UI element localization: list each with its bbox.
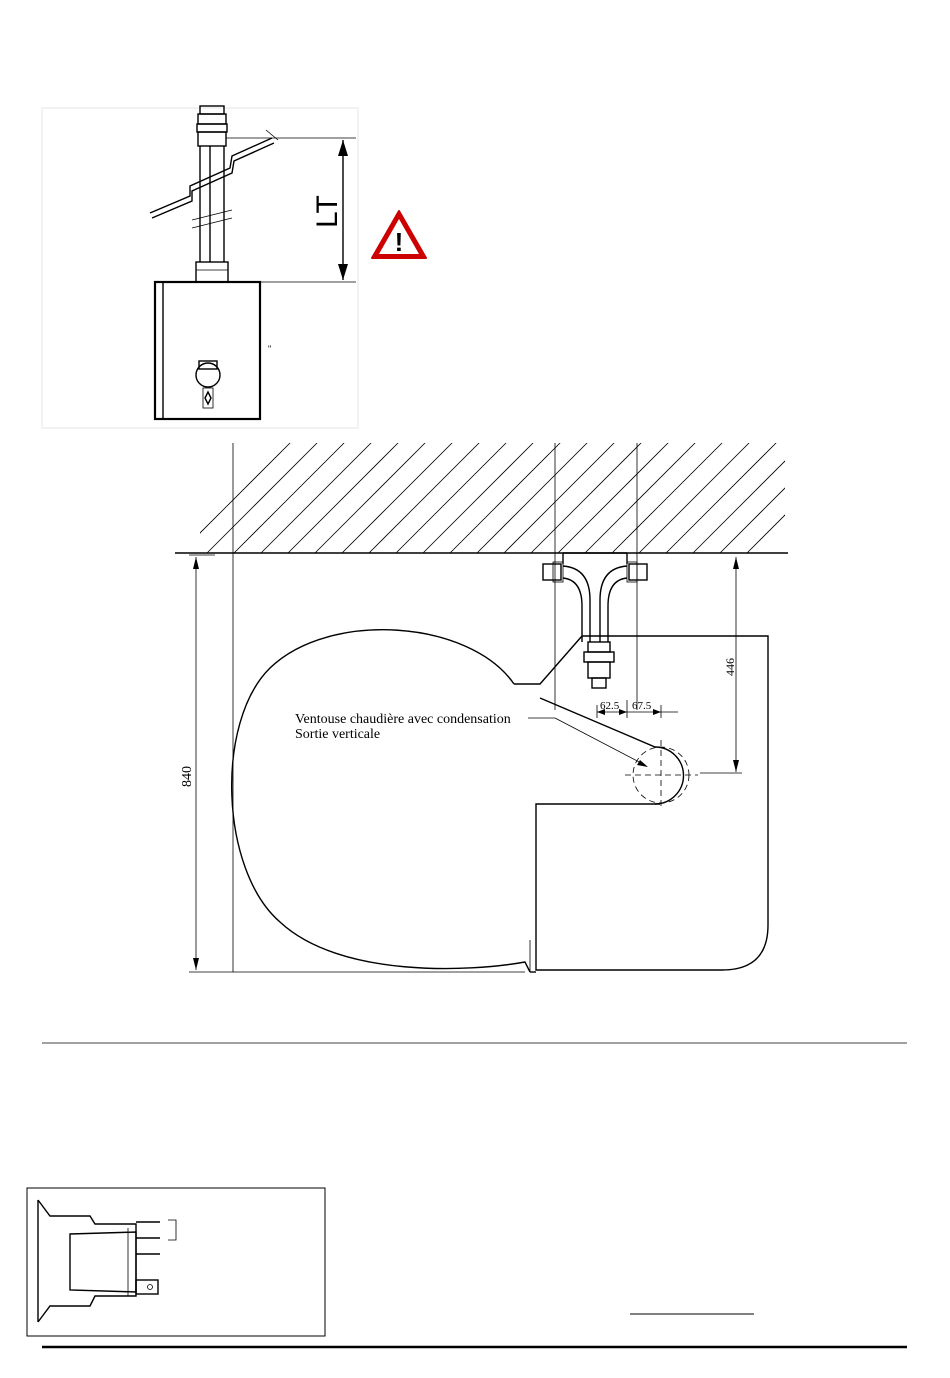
dim-446-label: 446 — [723, 658, 737, 676]
dim-67-5-label: 67.5 — [632, 700, 652, 712]
boiler-outline — [232, 630, 768, 972]
ceiling-hatch — [180, 433, 867, 553]
small-mark: " — [268, 344, 271, 354]
lt-dimension: LT — [226, 138, 356, 282]
dimension-840: 840 — [180, 555, 525, 972]
component-figure — [27, 1188, 325, 1336]
plan-figure: 840 446 62.5 67.5 Ventouse chaudière ave… — [175, 433, 867, 972]
dimension-horizontal: 62.5 67.5 — [597, 700, 678, 718]
callout-line1: Ventouse chaudière avec condensation — [295, 712, 511, 727]
roof-flue-figure: " LT ! — [42, 106, 426, 428]
dim-62-5-label: 62.5 — [600, 700, 620, 712]
terminal-callout: Ventouse chaudière avec condensation Sor… — [295, 712, 648, 767]
dimension-446: 446 — [700, 557, 742, 773]
flue-pipe — [192, 106, 232, 282]
dim-840-label: 840 — [180, 766, 195, 787]
warning-symbol: ! — [395, 227, 404, 257]
boiler-body: " — [155, 282, 271, 419]
twin-pipe-fitting — [543, 553, 647, 688]
lt-label: LT — [311, 195, 344, 228]
roof-line — [150, 130, 278, 218]
callout-line2: Sortie verticale — [295, 727, 380, 742]
warning-icon: ! — [372, 211, 426, 258]
component-frame — [27, 1188, 325, 1336]
